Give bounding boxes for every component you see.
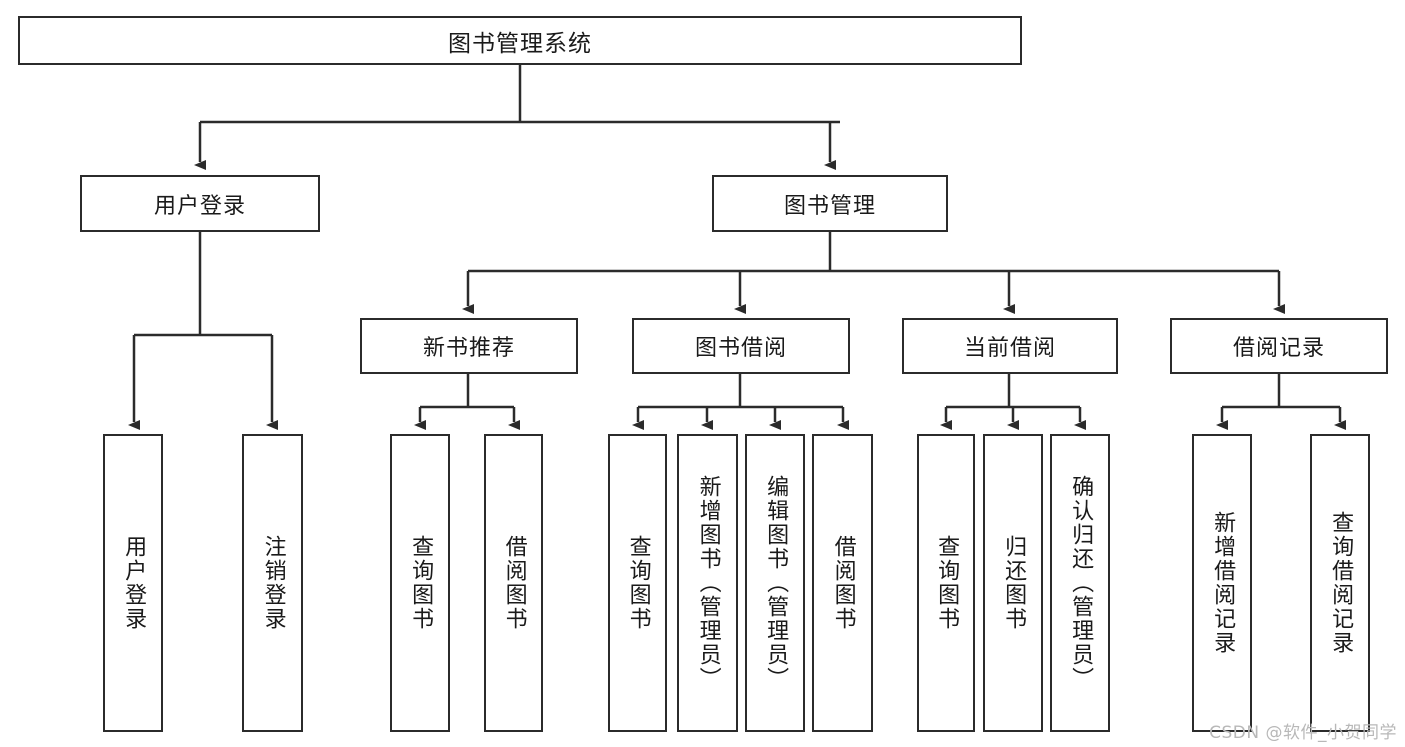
leaf-logout-login[interactable]: 注销登录 bbox=[242, 434, 303, 732]
leaf-edit-book-admin[interactable]: 编辑图书（管理员） bbox=[745, 434, 805, 732]
node-label: 借阅记录 bbox=[1232, 336, 1325, 361]
node-borrow-record[interactable]: 借阅记录 bbox=[1170, 318, 1388, 374]
node-label: 查询图书 bbox=[408, 535, 434, 631]
csdn-watermark: CSDN @软件_小贺同学 bbox=[1209, 723, 1397, 743]
node-label: 用户登录 bbox=[153, 193, 246, 219]
node-label: 新增借阅记录 bbox=[1210, 511, 1236, 655]
node-book-borrow[interactable]: 图书借阅 bbox=[632, 318, 850, 374]
leaf-return-book[interactable]: 归还图书 bbox=[983, 434, 1043, 732]
node-label: 查询图书 bbox=[625, 535, 651, 631]
leaf-add-book-admin[interactable]: 新增图书（管理员） bbox=[677, 434, 738, 732]
node-book-management[interactable]: 图书管理 bbox=[712, 175, 948, 232]
node-current-borrow[interactable]: 当前借阅 bbox=[902, 318, 1118, 374]
node-user-login[interactable]: 用户登录 bbox=[80, 175, 320, 232]
leaf-add-borrow-record[interactable]: 新增借阅记录 bbox=[1192, 434, 1252, 732]
node-label: 确认归还（管理员） bbox=[1068, 475, 1094, 691]
node-label: 图书管理系统 bbox=[448, 30, 592, 57]
node-label: 用户登录 bbox=[121, 535, 147, 631]
leaf-query-book-newbook[interactable]: 查询图书 bbox=[390, 434, 450, 732]
leaf-query-book-current[interactable]: 查询图书 bbox=[917, 434, 975, 732]
node-label: 图书管理 bbox=[783, 193, 876, 219]
node-label: 新书推荐 bbox=[422, 336, 515, 361]
node-label: 借阅图书 bbox=[830, 535, 856, 631]
node-label: 新增图书（管理员） bbox=[695, 475, 721, 691]
node-label: 查询图书 bbox=[934, 535, 960, 631]
leaf-query-borrow-record[interactable]: 查询借阅记录 bbox=[1310, 434, 1370, 732]
node-label: 图书借阅 bbox=[694, 336, 787, 361]
node-root-system[interactable]: 图书管理系统 bbox=[18, 16, 1022, 65]
leaf-confirm-return-admin[interactable]: 确认归还（管理员） bbox=[1050, 434, 1110, 732]
leaf-user-login[interactable]: 用户登录 bbox=[103, 434, 163, 732]
leaf-borrow-book-newbook[interactable]: 借阅图书 bbox=[484, 434, 543, 732]
node-new-book-recommend[interactable]: 新书推荐 bbox=[360, 318, 578, 374]
node-label: 借阅图书 bbox=[501, 535, 527, 631]
leaf-query-book-borrow[interactable]: 查询图书 bbox=[608, 434, 667, 732]
node-label: 当前借阅 bbox=[963, 336, 1056, 361]
leaf-borrow-book[interactable]: 借阅图书 bbox=[812, 434, 873, 732]
node-label: 查询借阅记录 bbox=[1328, 511, 1354, 655]
node-label: 编辑图书（管理员） bbox=[763, 475, 789, 691]
node-label: 注销登录 bbox=[260, 535, 286, 631]
node-label: 归还图书 bbox=[1001, 535, 1027, 631]
